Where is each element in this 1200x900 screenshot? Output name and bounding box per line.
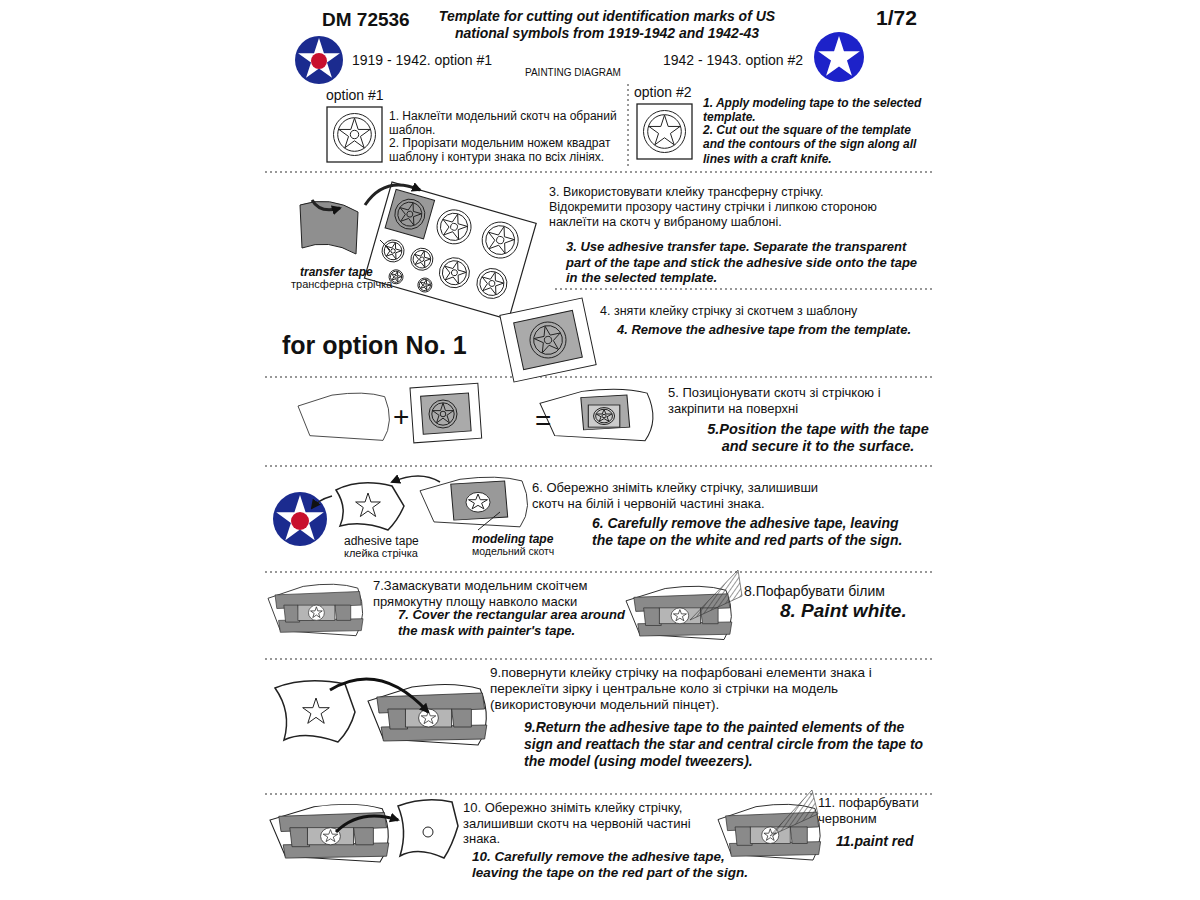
removed-tape — [410, 383, 482, 443]
step-text: 11.paint red — [836, 833, 914, 850]
step-text: 10. Обережно зніміть клейку стрічку, зал… — [463, 800, 708, 847]
roundel — [295, 36, 343, 84]
adhesive-tape — [336, 483, 404, 530]
separator — [265, 172, 935, 794]
step-text: 1919 - 1942. option #1 — [352, 52, 492, 69]
masked-wing — [270, 804, 389, 862]
step-text: 8. Paint white. — [780, 600, 907, 623]
step-text: modeling tape — [472, 532, 553, 546]
title: Template for cutting out identification … — [432, 8, 782, 42]
step-text: 4. Remove the adhesive tape from the tem… — [617, 322, 911, 338]
wing — [298, 393, 389, 440]
step-text: 3. Використовувати клейку трансферну стр… — [549, 185, 879, 230]
spray — [690, 570, 742, 620]
adhesive-tape — [275, 681, 355, 742]
step-text: клейка стрічка — [344, 547, 418, 560]
step-text: PAINTING DIAGRAM — [525, 67, 621, 79]
step-text: 11. пофарбувати червоним — [818, 795, 938, 826]
step-text: option #1 — [326, 87, 384, 104]
step-text: 7.Замаскувати модельним скоітчем прямоку… — [373, 578, 623, 609]
step-text: модельний скотч — [472, 545, 554, 558]
step-text: трансферна стрічка — [291, 278, 392, 291]
operator-sign: = — [535, 404, 551, 438]
step-text: 6. Обережно зніміть клейку стрічку, зали… — [532, 480, 852, 511]
roundel — [814, 32, 864, 82]
step-text: 5.Position the tape with the tape and se… — [698, 421, 938, 456]
operator-sign: + — [393, 400, 409, 434]
step-text: 5. Позиціонувати скотч зі стрічкою і зак… — [668, 385, 908, 416]
step-text: 3. Use adhesive transfer tape. Separate … — [566, 239, 921, 286]
step-text: 9.повернути клейку стрічку на пофарбован… — [490, 665, 890, 714]
step-text: 2. Cut out the square of the template an… — [703, 123, 935, 166]
step-text: adhesive tape — [344, 534, 419, 548]
step-text: DM 72536 — [322, 9, 410, 32]
step-text: option #2 — [634, 84, 692, 101]
step-text: transfer tape — [300, 265, 373, 279]
step-text: 4. зняти клейку стрічку зі скотчем з шаб… — [600, 304, 857, 319]
step-text: for option No. 1 — [282, 330, 467, 360]
step-text: 1. Apply modeling tape to the selected t… — [703, 96, 931, 125]
template-sheet — [364, 182, 536, 319]
removed-tape — [500, 298, 596, 382]
step-text: 1. Наклеїти модельний скотч на обраний ш… — [389, 109, 621, 138]
step-text: 8.Пофарбувати білим — [744, 583, 885, 600]
step-text: 6. Carefully remove the adhesive tape, l… — [592, 515, 922, 549]
template-square — [637, 104, 692, 159]
masked-wing — [268, 584, 363, 635]
step-text: 1/72 — [876, 5, 917, 30]
step-text: 9.Return the adhesive tape to the painte… — [524, 719, 924, 769]
adhesive-tape — [398, 800, 458, 858]
roundel — [273, 492, 327, 546]
spray — [770, 790, 818, 836]
template-square — [327, 107, 382, 162]
step-text: 7. Cover the rectangular area around the… — [398, 607, 638, 638]
step-text: 1942 - 1943. option #2 — [663, 52, 803, 69]
masked-wing — [368, 684, 487, 745]
step-text: 10. Carefully remove the adhesive tape, … — [472, 849, 772, 881]
step-text: 2. Прорізати модельним ножем квадрат шаб… — [389, 136, 625, 165]
